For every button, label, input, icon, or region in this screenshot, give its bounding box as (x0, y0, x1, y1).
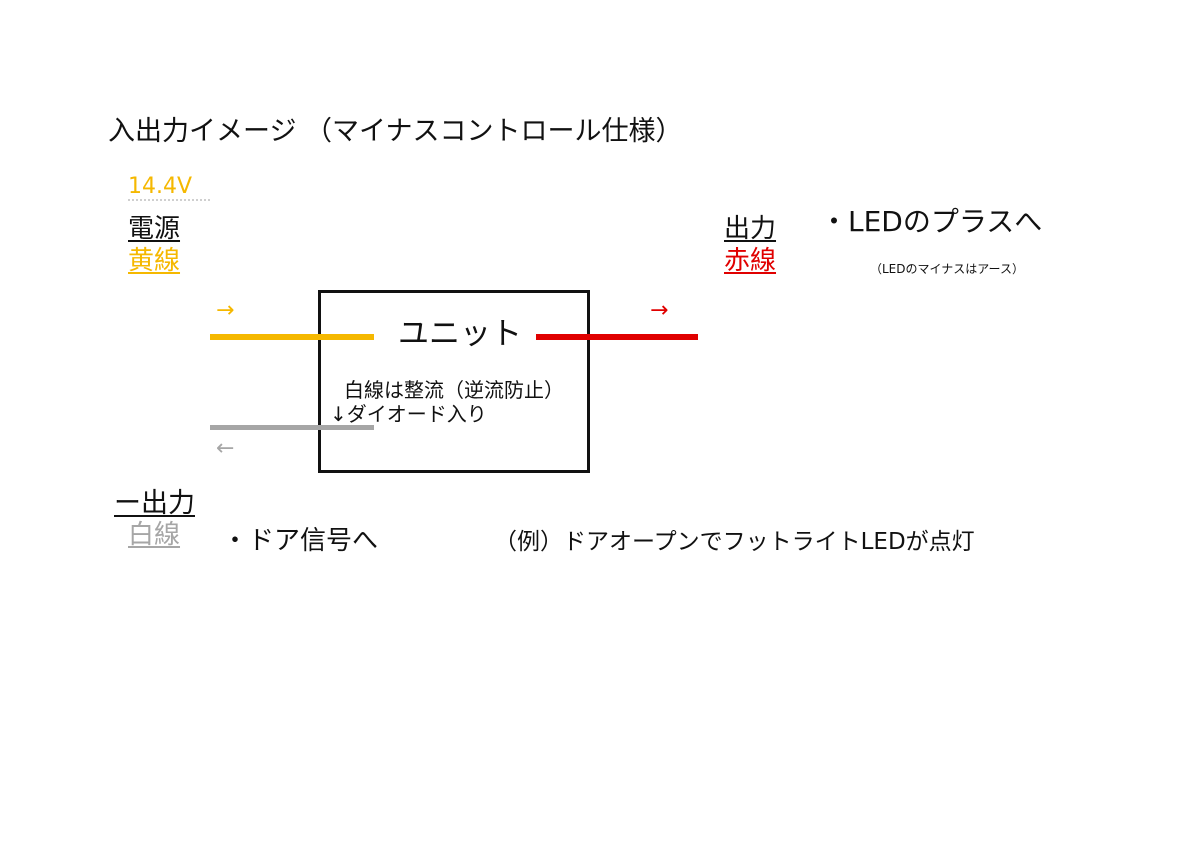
red-wire-label: 赤線 (724, 246, 777, 276)
unit-label: ユニット (398, 316, 522, 352)
white-wire (210, 425, 374, 430)
diode-note: ↓ダイオード入り (330, 402, 487, 426)
voltage-underline (128, 199, 210, 201)
red-wire (536, 334, 698, 340)
yellow-flow-arrow-icon: → (216, 298, 235, 323)
example-note: （例）ドアオープンでフットライトLEDが点灯 (494, 529, 975, 555)
yellow-wire (210, 334, 374, 340)
input-voltage: 14.4V (128, 174, 193, 199)
door-signal-destination: ・ドア信号へ (222, 526, 379, 556)
unit-box (318, 290, 590, 473)
led-minus-note: （LEDのマイナスはアース） (870, 262, 1024, 276)
white-flow-arrow-icon: ← (216, 436, 235, 461)
output-label: 出力 (724, 214, 777, 244)
white-wire-label: 白線 (128, 520, 181, 550)
rectifier-note: 白線は整流（逆流防止） (344, 378, 564, 402)
led-plus-destination: ・LEDのプラスへ (820, 205, 1043, 238)
minus-output-label: ー出力 (114, 488, 195, 519)
power-label: 電源 (128, 214, 181, 244)
diagram-title: 入出力イメージ （マイナスコントロール仕様） (108, 116, 683, 147)
yellow-wire-label: 黄線 (128, 246, 181, 276)
red-flow-arrow-icon: → (650, 298, 669, 323)
